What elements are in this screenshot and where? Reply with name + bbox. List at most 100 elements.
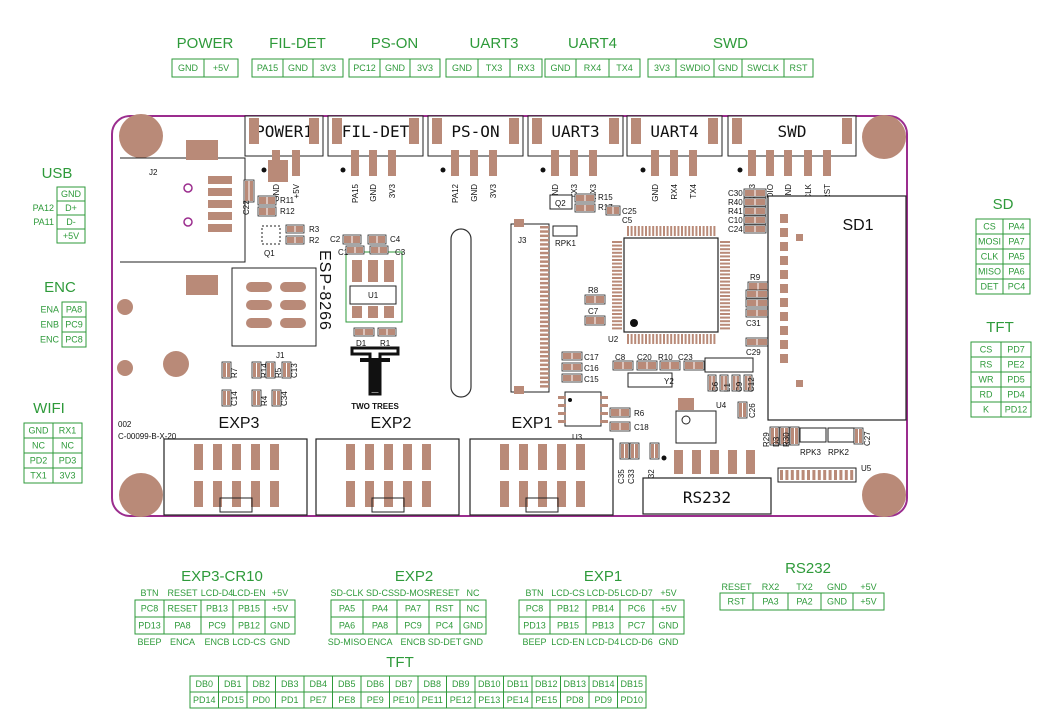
u2-pin-l-0 <box>612 241 622 243</box>
top-title-uart4: UART4 <box>568 35 617 52</box>
c27-pad-a <box>855 429 858 443</box>
c3x-2-pad-a <box>651 444 654 458</box>
u2-pin-t-20 <box>699 226 701 236</box>
j3-pin-21 <box>540 316 549 319</box>
ref-C30: C30 <box>728 189 743 198</box>
sd-pin-2 <box>780 242 788 251</box>
u2-pin-t-1 <box>630 226 633 236</box>
header-pin-label-2-2: 3V3 <box>489 183 498 198</box>
pin1-dot-2 <box>440 167 446 173</box>
c1-pad-a <box>347 247 355 253</box>
u5-pin-1 <box>785 470 789 480</box>
c20-pad-a <box>638 362 647 369</box>
u2-pin-l-13 <box>612 287 622 290</box>
ref-R2: R2 <box>309 236 320 245</box>
sd-b-2: PA5 <box>1008 252 1024 262</box>
header-pin-pad-4-1 <box>670 150 678 176</box>
exp-pad-bot-2-2 <box>538 481 547 507</box>
usb-pin-pad-4 <box>208 224 232 232</box>
rs232-pin-1 <box>692 450 701 474</box>
usb-pin-pad-2 <box>208 200 232 208</box>
header-mount-r-4 <box>708 118 718 144</box>
exp2-toplabel-2: SD-MOSI <box>394 588 433 598</box>
exp3-r2-2: PC9 <box>208 621 226 631</box>
j3-pin-3 <box>540 238 549 242</box>
c8-pad-b <box>623 362 632 369</box>
header-pin-pad-2-1 <box>470 150 478 176</box>
u2-pin-r-23 <box>720 323 730 326</box>
r10-pad-a <box>661 362 670 369</box>
ref-C20: C20 <box>637 353 652 362</box>
j3-pin-9 <box>540 264 549 268</box>
header-2 <box>427 115 524 157</box>
tft-pin-5: PE8 <box>338 695 355 705</box>
sd-b-4-box <box>1002 278 1031 295</box>
r15 <box>574 193 596 203</box>
exp3-r2-3: PB12 <box>238 621 260 631</box>
u2-pin-b-6 <box>648 334 651 344</box>
rs232-pin-2 <box>710 450 719 474</box>
rstack-1 <box>743 197 767 207</box>
top-pin-swd-4-box <box>783 58 814 78</box>
wifi-a-2: PD2 <box>30 456 48 466</box>
tft-side-b-2: PD5 <box>1007 375 1025 385</box>
c23-pad-a <box>685 362 694 369</box>
exp-pad-bot-2-0 <box>500 481 509 507</box>
exp3-botlabel-0: BEEP <box>137 637 161 647</box>
cstack-2-pad-b <box>757 310 767 316</box>
exp1-r2-1: PB15 <box>557 621 579 631</box>
usb-label-2: PA11 <box>33 217 54 227</box>
tft-pin-14: PD9 <box>594 695 612 705</box>
u2-pin-l-15 <box>612 295 622 297</box>
u3-pin-l-2 <box>558 412 566 415</box>
u2-pin-t-22 <box>706 226 709 236</box>
exp3-botlabel-4: GND <box>270 637 291 647</box>
ref-D1: D1 <box>356 339 367 348</box>
usb-pin-3-box <box>56 228 86 244</box>
logo-mark <box>350 346 400 396</box>
header-pin-label-1-2: 3V3 <box>388 183 397 198</box>
top-pin-uart4-1: RX4 <box>584 63 602 73</box>
exp3-r2-0: PD13 <box>138 621 161 631</box>
tft-db-13: DB13 <box>563 679 586 689</box>
u2-pin-t-15 <box>681 226 683 236</box>
u2-pin-t-16 <box>684 226 687 236</box>
tft-pin-15-box <box>617 691 647 709</box>
exp2-r2-0: PA6 <box>339 621 355 631</box>
u2-pin-l-22 <box>612 320 622 323</box>
u2-pin-b-9 <box>659 334 662 344</box>
top-title-ps-on: PS-ON <box>371 35 419 52</box>
u3-pin-r-3 <box>600 420 608 423</box>
top-pin-uart4-2: TX4 <box>616 63 633 73</box>
u2-pin-l-10 <box>612 277 622 279</box>
j3-pin-22 <box>540 320 549 324</box>
vstack-0-pad-a <box>709 376 712 390</box>
u2-pin-b-12 <box>670 334 673 344</box>
c1x-1-pad-b <box>572 364 581 370</box>
ref-J2: J2 <box>149 168 158 177</box>
exp1-botlabel-0: BEEP <box>522 637 546 647</box>
ref-C9-v: C9 <box>735 381 744 392</box>
exp2-r2-3: PC4 <box>436 621 454 631</box>
bottom-connector-labels: EXP3-CR10BTNPC8PD13BEEPRESETRESETPA8ENCA… <box>134 560 885 709</box>
u2-pin-b-18 <box>691 334 694 344</box>
exp1-botlabel-2: LCD-D4 <box>587 637 620 647</box>
rs232-toplabel-4: +5V <box>860 582 876 592</box>
j3-pin-13 <box>540 281 549 285</box>
rstack-3-pad-b <box>755 217 765 223</box>
c7 <box>584 315 606 326</box>
vstack-3-pad-a <box>745 376 748 390</box>
top-pin-swd-3: SWCLK <box>747 63 779 73</box>
exp2-toplabel-1: SD-CS <box>366 588 394 598</box>
logo-text: TWO TREES <box>351 402 399 411</box>
exp2-botlabel-2: ENCB <box>400 637 425 647</box>
sd-pin-1 <box>780 228 788 237</box>
exp3-toplabel-0: BTN <box>141 588 159 598</box>
tft-db-6: DB6 <box>366 679 384 689</box>
tft-side-a-2: WR <box>979 375 994 385</box>
header-pin-pad-2-0 <box>451 150 459 176</box>
ref-R15: R15 <box>598 193 613 202</box>
sd-a-3: MISO <box>978 267 1001 277</box>
u5-pin-13 <box>850 470 854 480</box>
sd-pad-a <box>796 234 803 241</box>
